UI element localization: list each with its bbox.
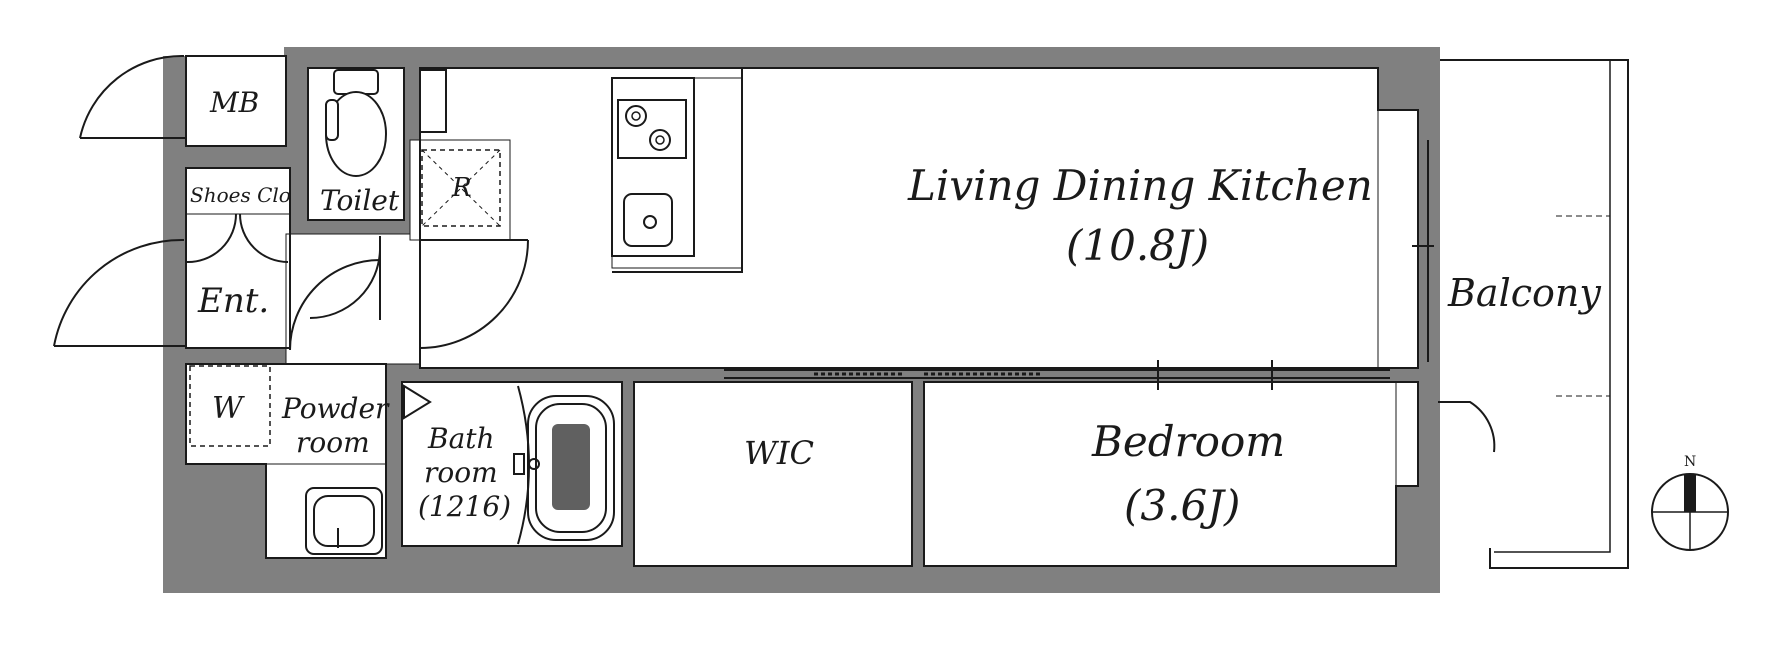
shoes-outline: [185, 167, 291, 349]
shoes-closet-door-left: [185, 213, 238, 264]
bedroom-balcony-door: [1438, 401, 1496, 453]
sliding-doors: [724, 360, 1390, 390]
bath-label-line1: Bath: [427, 422, 495, 455]
powder-label-line1: Powder: [281, 392, 390, 425]
ldk-floor: [419, 67, 1379, 369]
mb-outline: [185, 55, 287, 147]
powder-room-floor: [185, 363, 387, 465]
bath-drain-grid-icon: [552, 424, 590, 510]
balcony: Balcony: [1440, 59, 1629, 569]
powder-fixtures: W: [189, 365, 432, 555]
washer-label: W: [212, 391, 245, 426]
ldk-upper-right-notch: [1377, 109, 1419, 369]
bath-label-line3: (1216): [418, 490, 511, 523]
powder-label-line2: room: [296, 426, 370, 459]
bedroom-lower-right: [1395, 381, 1419, 487]
ldk-outline: [419, 67, 1419, 369]
burner-left-icon: [625, 105, 647, 127]
kitchen: [611, 67, 743, 273]
powder-door-swing: [289, 259, 381, 351]
kitchen-sink-icon: [623, 193, 673, 247]
bath-outline: [401, 381, 623, 547]
ldk-name: Living Dining Kitchen: [907, 161, 1373, 210]
mb-label: MB: [209, 86, 259, 119]
toilet-tank-icon: [333, 69, 379, 95]
north-arrow-icon: [1684, 474, 1696, 512]
bathtub: [513, 385, 615, 545]
ldk-balcony-window: [1412, 140, 1434, 362]
balcony-rail: [1494, 60, 1611, 553]
balcony-outline: [1440, 59, 1629, 569]
toilet-label: Toilet: [320, 184, 400, 217]
entrance-door-swing: [53, 238, 185, 347]
fridge-label: R: [451, 173, 472, 203]
front-door-upper-swing: [79, 54, 185, 139]
bedroom-size: (3.6J): [1124, 481, 1240, 530]
room-labels: Living Dining Kitchen (10.8J) Bedroom (3…: [190, 86, 1373, 530]
room-interiors: [185, 55, 1419, 567]
fridge-space: R: [419, 69, 501, 227]
compass-north-label: N: [1684, 454, 1696, 470]
wic-label: WIC: [744, 434, 814, 472]
shoes-closet-label: Shoes Clo: [190, 183, 291, 207]
toilet-fixture: Toilet: [320, 69, 400, 217]
entrance-label: Ent.: [197, 281, 269, 321]
room-outlines: [185, 55, 1419, 567]
burner-right-icon: [649, 129, 671, 151]
ldk-size: (10.8J): [1066, 221, 1209, 270]
wic-outline: [633, 381, 913, 567]
bedroom-floor: [923, 381, 1397, 567]
hall-floor: [285, 233, 421, 365]
bath-label-line2: room: [424, 456, 498, 489]
entrance-floor: [185, 213, 291, 349]
bedroom-name: Bedroom: [1091, 417, 1285, 466]
balcony-label: Balcony: [1447, 271, 1601, 315]
shoes-closet-door-right: [239, 213, 289, 263]
ldk-door-swing: [419, 239, 529, 349]
washer-space: [189, 365, 271, 447]
doors: [53, 54, 1496, 453]
toilet-outline: [307, 67, 405, 221]
powder-outline: [185, 363, 387, 559]
bedroom-outline: [923, 381, 1419, 567]
shoes-closet-floor: [185, 167, 291, 215]
pipe-space: [419, 69, 447, 133]
wic-floor: [633, 381, 913, 567]
toilet-door-swing: [309, 249, 381, 319]
bath-door-marker-icon: [403, 384, 432, 420]
compass: N: [1651, 454, 1729, 551]
kitchen-partition: [612, 67, 743, 273]
fridge-outline: [421, 149, 501, 227]
